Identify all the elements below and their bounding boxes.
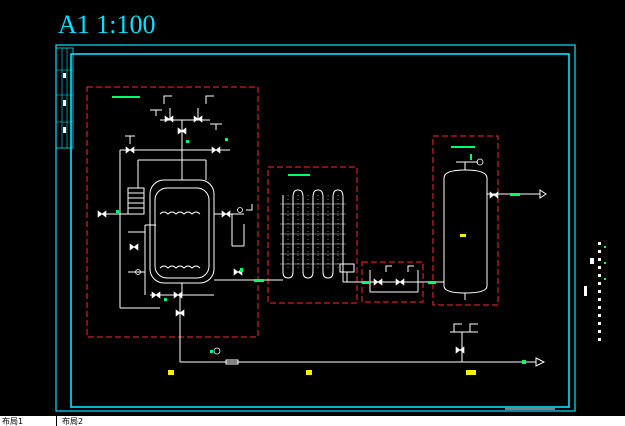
side-legend [584, 242, 601, 341]
frame-margin-marks [63, 73, 66, 133]
side-heater-coils [127, 187, 145, 215]
layout-tab-2[interactable]: 布局2 [62, 417, 84, 426]
equipment-tags[interactable] [168, 234, 476, 375]
drawing-frame [55, 44, 576, 412]
tab-separator [56, 416, 57, 426]
region-labels [112, 96, 475, 176]
valves[interactable] [97, 115, 499, 354]
heat-exchanger-vessel[interactable] [149, 150, 215, 296]
drawing-scale-title: A1 1:100 [58, 10, 156, 39]
receiver-tank[interactable] [440, 161, 547, 300]
side-legend-accents [604, 246, 606, 280]
layout-tab-1[interactable]: 布局1 [2, 417, 24, 426]
instrument-fittings [125, 95, 478, 332]
pressure-gauges[interactable] [135, 158, 484, 355]
serpentine-coil-cooler[interactable] [268, 189, 375, 283]
layout-tab-bar: 布局1 布局2 [0, 416, 625, 426]
vessel-piping [104, 108, 268, 362]
drain-header-line [180, 331, 546, 367]
flow-markers [116, 138, 526, 364]
valve-manifold[interactable] [339, 263, 440, 293]
